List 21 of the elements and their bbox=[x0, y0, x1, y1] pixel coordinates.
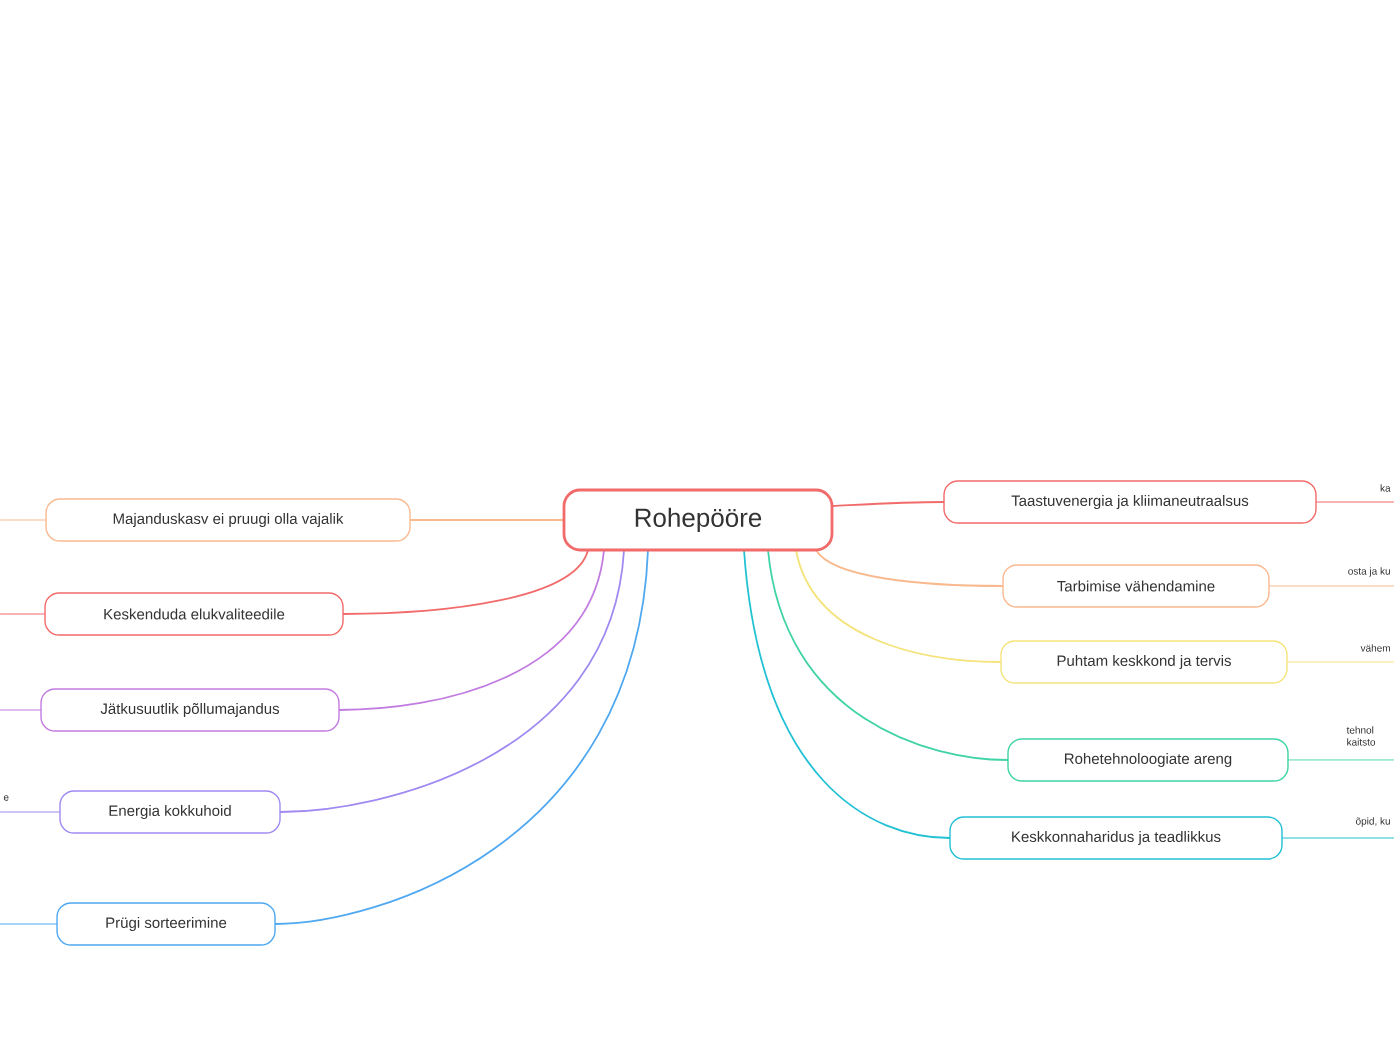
root-topic-box: Rohepööre bbox=[562, 488, 834, 552]
connector-line bbox=[0, 613, 46, 615]
connector-line bbox=[767, 549, 1009, 761]
connector-line bbox=[1268, 585, 1394, 587]
connector-line bbox=[0, 923, 58, 925]
connector-line bbox=[1286, 661, 1394, 663]
connector-line bbox=[0, 709, 42, 711]
connector-line bbox=[1287, 759, 1394, 761]
connector-line bbox=[1281, 837, 1394, 839]
connector-line bbox=[815, 549, 1004, 587]
connector-line bbox=[342, 549, 589, 615]
connector-line bbox=[743, 549, 951, 839]
connector-line bbox=[409, 519, 565, 521]
connector-line bbox=[0, 811, 61, 813]
connector-line bbox=[0, 519, 47, 521]
connector-line bbox=[274, 549, 649, 925]
connector-line bbox=[338, 549, 605, 711]
connector-line bbox=[795, 549, 1002, 663]
connector-line bbox=[831, 501, 945, 507]
connector-line bbox=[1315, 501, 1394, 503]
connector-line bbox=[279, 549, 625, 813]
